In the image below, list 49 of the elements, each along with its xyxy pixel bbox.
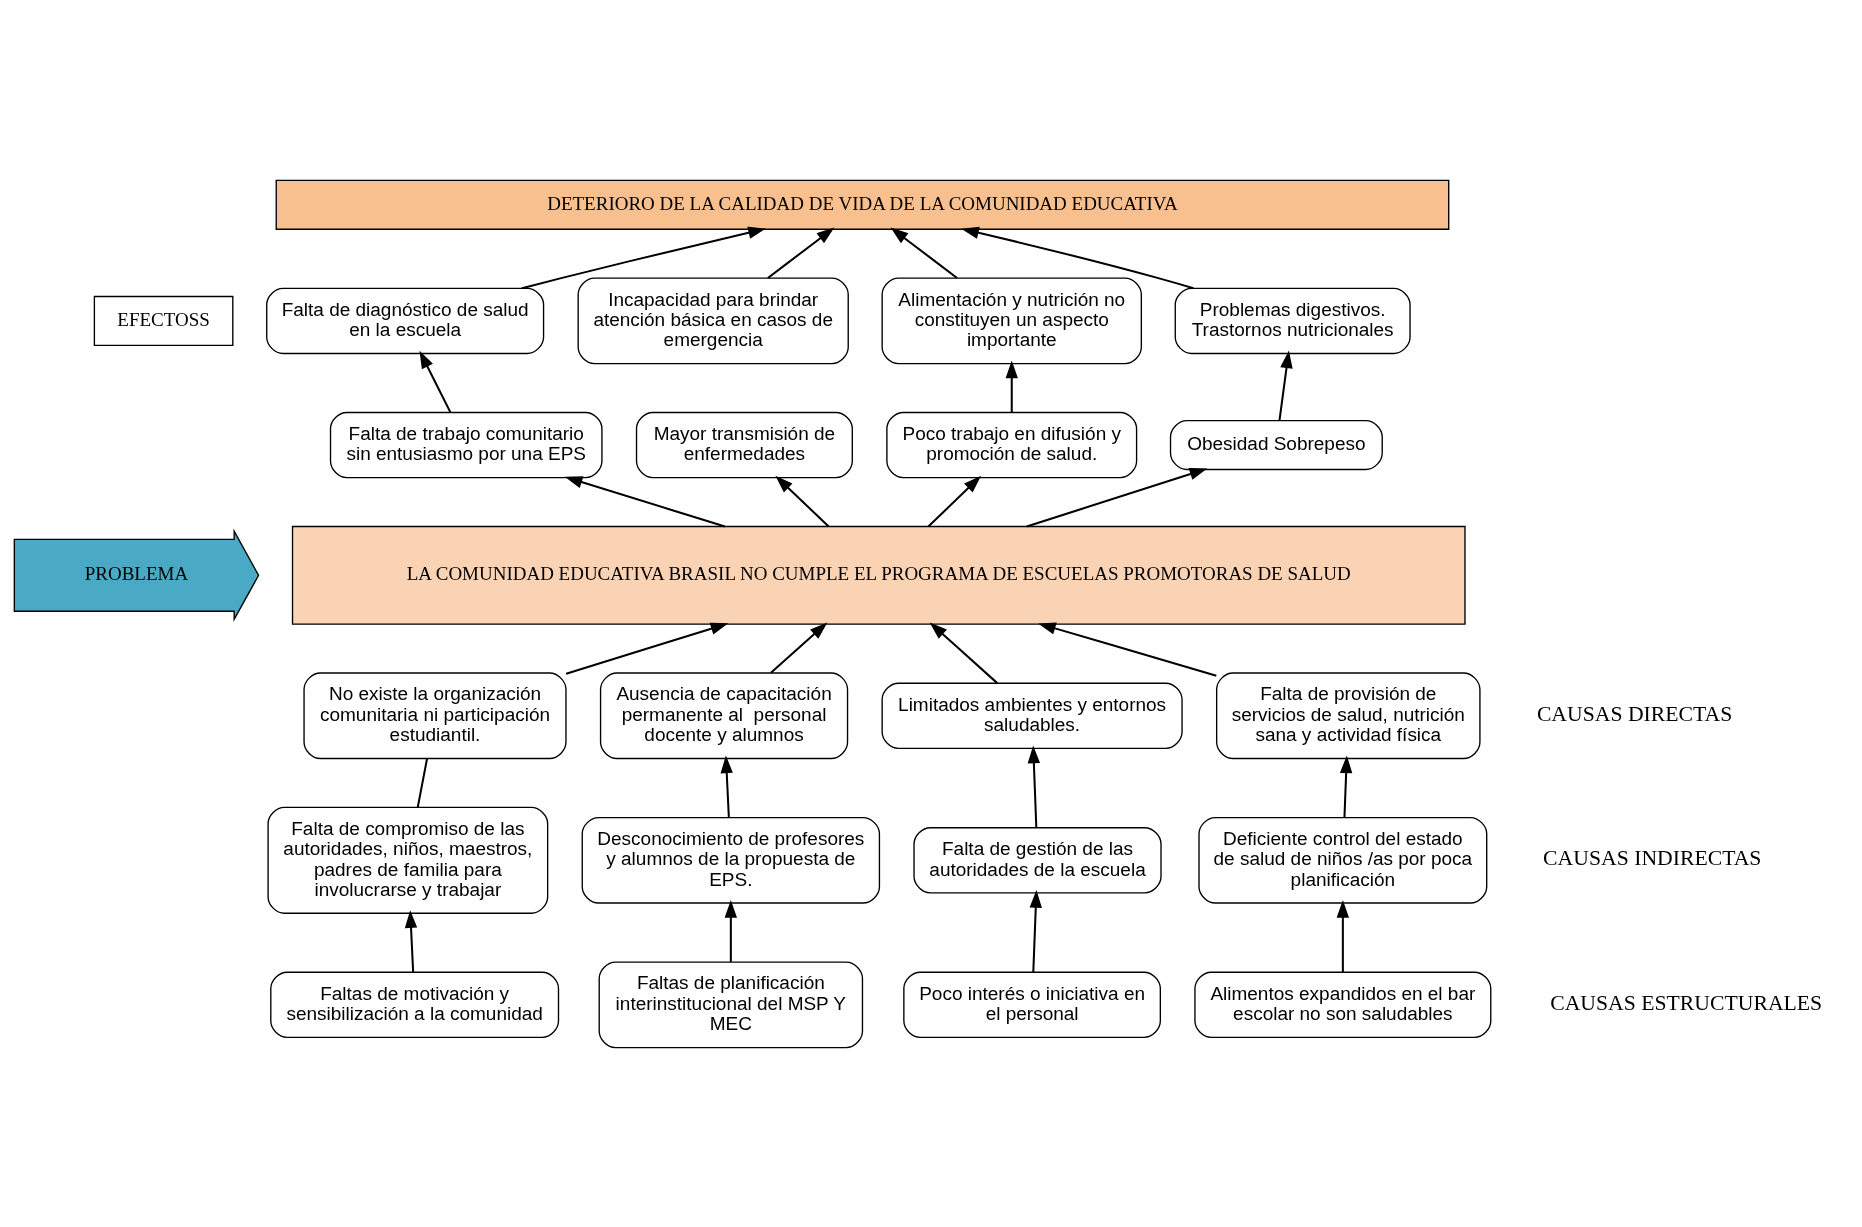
arrow bbox=[770, 621, 828, 673]
arrow bbox=[1005, 360, 1018, 412]
arrow bbox=[929, 621, 998, 684]
arrow bbox=[1339, 754, 1353, 817]
arrow bbox=[1278, 349, 1293, 421]
label: CAUSAS DIRECTAS bbox=[1536, 701, 1733, 726]
node-box: LA COMUNIDAD EDUCATIVA BRASIL NO CUMPLE EL PROGRAMA DE ESCUELAS PROMOTORAS DE SALUD bbox=[291, 525, 1466, 625]
arrow bbox=[521, 226, 766, 289]
arrow bbox=[890, 227, 958, 279]
node-box: Falta de diagnóstico de salud en la escuela bbox=[266, 287, 545, 354]
node-box: Faltas de motivación y sensibilización a la comunidad bbox=[270, 971, 560, 1038]
arrow bbox=[1026, 467, 1208, 527]
arrow bbox=[404, 909, 418, 972]
node-box: Limitados ambientes y entornos saludables. bbox=[881, 682, 1183, 749]
node-box: DETERIORO DE LA CALIDAD DE VIDA DE LA COMUNIDAD EDUCATIVA bbox=[275, 179, 1450, 230]
arrow bbox=[927, 475, 982, 527]
node-box: Deficiente control del estado de salud de niños /as por poca planificación bbox=[1198, 816, 1488, 904]
label: CAUSAS ESTRUCTURALES bbox=[1550, 990, 1823, 1015]
arrow bbox=[767, 227, 835, 279]
node-box: Alimentación y nutrición no constituyen un aspecto importante bbox=[881, 276, 1142, 364]
node-box: Poco trabajo en difusión y promoción de salud. bbox=[886, 411, 1138, 478]
arrow bbox=[720, 754, 733, 817]
node-box: Falta de compromiso de las autoridades, niños, maestros, padres de familia para involucrarse y trabajar bbox=[267, 806, 549, 914]
node-box: Ausencia de capacitación permanente al personal docente y alumnos bbox=[599, 671, 849, 759]
node-box: EFECTOSS bbox=[93, 295, 234, 346]
node-box: Poco interés o iniciativa en el personal bbox=[903, 971, 1161, 1038]
connector bbox=[416, 757, 429, 807]
arrow bbox=[419, 350, 452, 413]
node-box: Falta de provisión de servicios de salud, nutrición sana y actividad física bbox=[1216, 671, 1481, 759]
arrow bbox=[564, 475, 726, 527]
node-box: Falta de trabajo comunitario sin entusiasmo por una EPS bbox=[329, 411, 603, 478]
node-box: Desconocimiento de profesores y alumnos de la propuesta de EPS. bbox=[581, 816, 881, 904]
arrow bbox=[1027, 745, 1041, 828]
node-box: Mayor transmisión de enfermedades bbox=[635, 411, 853, 478]
arrow bbox=[961, 226, 1194, 289]
arrow bbox=[724, 899, 738, 962]
node-box: Alimentos expandidos en el bar escolar no son saludables bbox=[1194, 971, 1492, 1038]
arrow bbox=[1336, 899, 1350, 972]
arrow bbox=[1029, 889, 1042, 972]
arrow bbox=[775, 475, 830, 527]
arrow bbox=[565, 622, 729, 675]
node-box: Falta de gestión de las autoridades de la escuela bbox=[913, 826, 1162, 894]
node-box: Faltas de planificación interinstitucional del MSP Y MEC bbox=[598, 960, 864, 1048]
arrow bbox=[1038, 621, 1217, 677]
label: CAUSAS INDIRECTAS bbox=[1543, 845, 1762, 870]
node-box: Problemas digestivos. Trastornos nutricionales bbox=[1174, 287, 1411, 354]
node-box: No existe la organización comunitaria ni participación estudiantil. bbox=[303, 671, 567, 759]
node-box: Obesidad Sobrepeso bbox=[1169, 419, 1383, 470]
node-box: Incapacidad para brindar atención básica en casos de emergencia bbox=[577, 276, 849, 364]
